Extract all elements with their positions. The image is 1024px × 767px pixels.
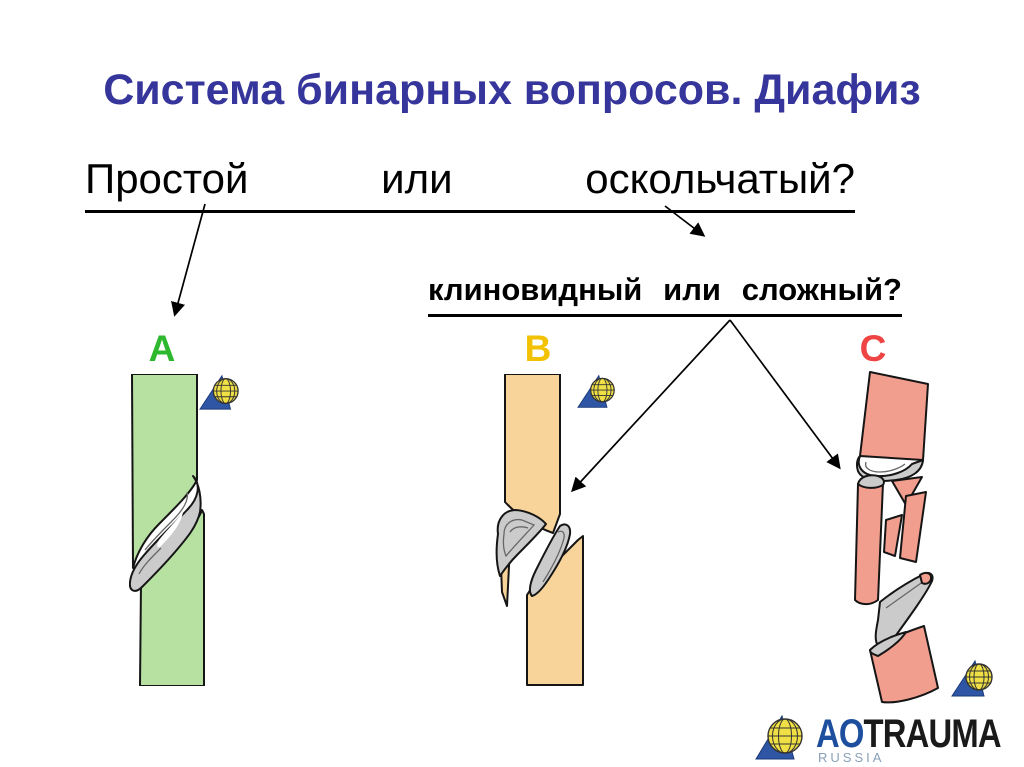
- question-primary-word-right: оскольчатый?: [585, 155, 855, 202]
- question-secondary-word-mid: или: [663, 272, 721, 307]
- logo-ao-text: AO: [816, 712, 864, 756]
- logo-country-text: RUSSIA: [818, 750, 885, 765]
- ao-globe-icon: [199, 374, 239, 410]
- question-secondary-word-right: сложный?: [741, 272, 902, 307]
- question-primary-word-left: Простой: [85, 155, 249, 202]
- arrow-complex-to-c: [729, 319, 841, 470]
- bone-c-complex-fracture: [854, 371, 939, 704]
- label-type-c: C: [859, 328, 887, 369]
- ao-globe-icon: [577, 374, 615, 408]
- label-type-b: B: [524, 328, 552, 369]
- label-type-a: A: [148, 328, 176, 369]
- slide-title: Система бинарных вопросов. Диафиз: [103, 66, 921, 114]
- question-primary-word-mid: или: [381, 155, 453, 202]
- arrow-simple-to-a: [171, 203, 206, 317]
- bone-a-simple-fracture: [129, 374, 205, 686]
- question-secondary-word-left: клиновидный: [428, 272, 643, 307]
- aotrauma-logo-text: AOTRAUMA: [816, 712, 1002, 757]
- bone-b-wedge-fracture: [495, 374, 584, 686]
- question-primary: Простой или оскольчатый?: [85, 155, 855, 213]
- ao-globe-icon: [951, 659, 993, 697]
- aotrauma-logo-globe-icon: [755, 714, 803, 760]
- question-secondary: клиновидный или сложный?: [428, 272, 902, 317]
- logo-trauma-text: TRAUMA: [863, 712, 1002, 756]
